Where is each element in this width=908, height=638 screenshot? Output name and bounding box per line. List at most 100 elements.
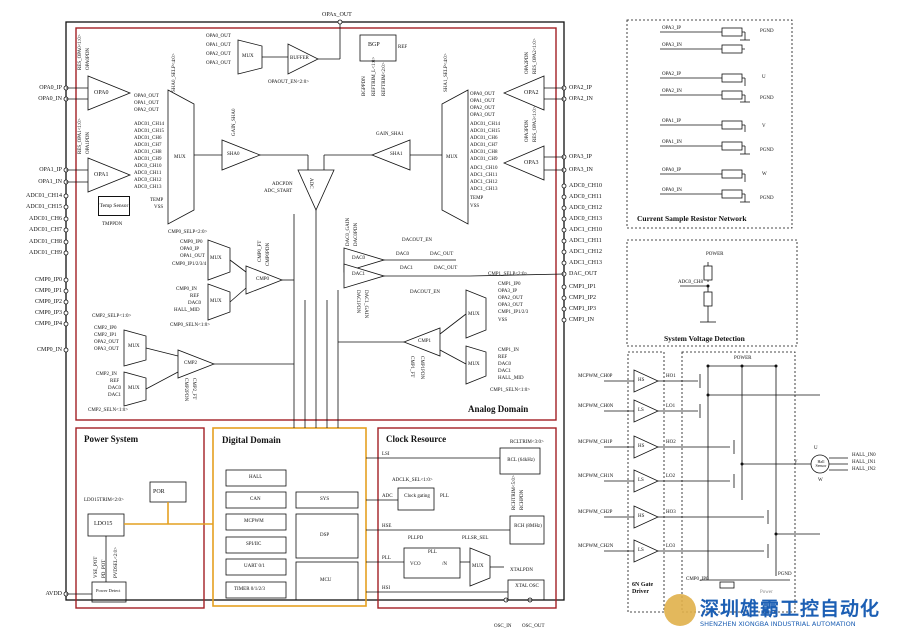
cmp0-label: CMP0 — [256, 277, 270, 282]
cmp1-mux-n: MUX — [468, 362, 480, 367]
sha0-selp-label: SHA0_SELP<4:0> — [172, 53, 177, 92]
mux-top-input: OPA2_OUT — [206, 52, 231, 57]
opa2-pdn-label: OPA2PDN — [525, 51, 530, 74]
buffer-label: BUFFER — [290, 56, 309, 61]
svd-title: System Voltage Detection — [664, 334, 745, 343]
driver-power2-label: Power — [760, 590, 773, 595]
opa0-pdn-label: OPA0PDN — [86, 47, 91, 70]
opa3-res-label: RES_OPA3<1:0> — [533, 106, 538, 142]
cmp1-input-n: REF — [498, 355, 508, 360]
bgp-pin: BGPPDN — [362, 76, 367, 96]
cmp1-input-p: OPA2_OUT — [498, 296, 523, 301]
csrn-row-label: OPA2_IP — [662, 72, 681, 77]
adcpdn-label: ADCPDN — [272, 182, 293, 187]
mux-right-input: ADC1_CH13 — [470, 187, 498, 192]
gate-driver-label: 6N Gate Driver — [632, 582, 654, 595]
sha0-label: SHA0 — [227, 152, 240, 157]
hall-pin: HALL_IN2 — [852, 467, 876, 472]
cmp0-mux-n: MUX — [210, 299, 222, 304]
mux-left-input: OPA1_OUT — [134, 101, 159, 106]
opa1-label: OPA1 — [94, 172, 109, 178]
driver-output: LO2 — [666, 474, 676, 479]
driver-input: MCPWM_CH1P — [578, 440, 613, 445]
digital-block-mcu: MCU — [320, 578, 332, 583]
cmp1-input-p: OPA3_OUT — [498, 303, 523, 308]
motor-w-label: W — [818, 478, 823, 483]
mux-left-input: TEMP — [150, 198, 164, 203]
mux-top-input: OPA3_OUT — [206, 61, 231, 66]
mux-right-input: ADC01_CH14 — [470, 122, 501, 127]
cmp2-pdn-label: CMP2PDN — [183, 378, 188, 402]
left-pin: ADC01_CH7 — [28, 227, 62, 233]
power-pin: PVDSEL<2:0> — [114, 547, 119, 578]
ldo15trim-label: LDO15TRIM<2:0> — [84, 498, 124, 503]
bgp-pin: REFTRIM_L<1:0> — [372, 56, 377, 96]
vco-label: VCO — [410, 562, 421, 567]
right-pin: OPA2_IN — [569, 96, 593, 102]
opaout-en-label: OPAOUT_EN<2:0> — [268, 80, 310, 85]
opa1-pdn-label: OPA1PDN — [86, 131, 91, 154]
rch-label: RCH (8MHz) — [514, 524, 542, 529]
cmp0-mux-p: MUX — [210, 256, 222, 261]
cmp2-mux-p: MUX — [128, 344, 140, 349]
top-pin-label: OPAx_OUT — [322, 12, 352, 18]
rcltrim-label: RCLTRIM<3:0> — [510, 440, 544, 445]
mux-top-input: OPA1_OUT — [206, 43, 231, 48]
bottom-pin: OSC_OUT — [522, 624, 545, 629]
driver-type: HS — [638, 378, 645, 383]
mux-right-label: MUX — [446, 155, 458, 160]
dac0-out-tag: DAC0 — [396, 252, 410, 257]
adclk-sel-label: ADCLK_SEL<1:0> — [392, 478, 433, 483]
opa0-res-label: RES_OPA0<1:0> — [78, 34, 83, 70]
driver-type: LS — [638, 478, 644, 483]
csrn-row-label: OPA3_IN — [662, 43, 682, 48]
digital-block-timer: TIMER 0/1/2/3 — [234, 587, 265, 592]
rchpdn-label: RCHPDN — [520, 489, 525, 510]
clock-pll-label: PLL — [382, 556, 391, 561]
power-pin: PD_POT — [102, 559, 107, 578]
digital-block-spi: SPI/IIC — [246, 542, 262, 547]
hsi-label: HSI — [382, 586, 391, 591]
right-pin: CMP1_IP1 — [569, 284, 597, 290]
hall-pin: HALL_IN1 — [852, 460, 876, 465]
right-pin: OPA3_IN — [569, 167, 593, 173]
cmp0-input-n: DAC0 — [188, 301, 202, 306]
mux-left-input: ADC01_CH6 — [134, 136, 162, 141]
csrn-title: Current Sample Resistor Network — [637, 214, 747, 223]
driver-output: HO2 — [666, 440, 676, 445]
left-pin: CMP0_IP3 — [34, 310, 62, 316]
left-pin: ADC01_CH14 — [25, 193, 62, 199]
cmp0-input-p: CMP0_IP0 — [180, 240, 203, 245]
mux-right-input: OPA0_OUT — [470, 92, 495, 97]
right-pin: DAC_OUT — [569, 271, 597, 277]
mux-top-input: OPA0_OUT — [206, 34, 231, 39]
mux-right-input: TEMP — [470, 196, 484, 201]
hall-sensor-label: Hall Sensor — [815, 459, 827, 468]
mux-right-input: ADC1_CH11 — [470, 173, 498, 178]
cmp1-pdn-label: CMP1PDN — [419, 356, 424, 380]
opa3-pdn-label: OPA3PDN — [525, 119, 530, 142]
right-pin: ADC1_CH12 — [569, 249, 603, 255]
driver-type: LS — [638, 548, 644, 553]
csrn-row-label: OPA0_IN — [662, 188, 682, 193]
cmp0-input-n: HALL_MID — [174, 308, 200, 313]
mux-left-input: OPA0_OUT — [134, 94, 159, 99]
sha1-selp-label: SHA1_SELP<4:0> — [444, 53, 449, 92]
cmp1-input-n: DAC1 — [498, 369, 512, 374]
left-pin: OPA0_IN — [38, 96, 62, 102]
cmp0-input-p: CMP0_IP1/2/3/4 — [172, 262, 207, 267]
bgp-ref-label: REF — [398, 45, 408, 50]
csrn-row-node: PGND — [760, 29, 774, 34]
dacout-en-label-2: DACOUT_EN — [410, 290, 440, 295]
cmp1-label: CMP1 — [418, 339, 432, 344]
left-pin: AVDD — [45, 591, 62, 597]
driver-input: MCPWM_CH2P — [578, 510, 613, 515]
temp-sensor-block: Temp Sensor — [98, 196, 130, 216]
right-pin: ADC0_CH13 — [569, 216, 603, 222]
power-pin: VSE_POT — [94, 556, 99, 578]
cmp2-seln-label: CMP2_SELN<1:0> — [88, 408, 129, 413]
csrn-row-node: PGND — [760, 196, 774, 201]
lsi-label: LSI — [382, 452, 390, 457]
driver-power-label: POWER — [734, 356, 752, 361]
